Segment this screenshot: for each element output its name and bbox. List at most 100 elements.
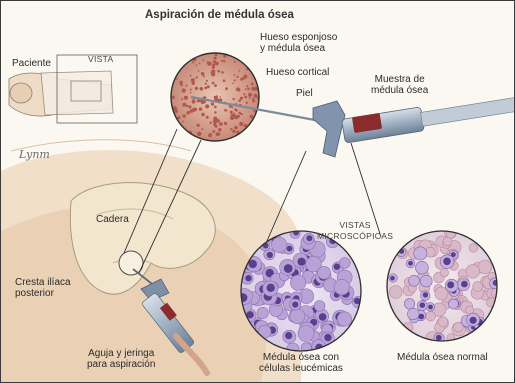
marrow-speck [236,110,238,112]
marrow-speck [182,103,186,107]
marrow-speck [249,97,251,99]
marrow-speck [247,88,250,91]
marrow-speck [221,71,224,74]
leukemic-cell-nucleus [284,264,293,273]
marrow-speck [218,128,221,131]
white-cell-nucleus [447,281,454,288]
marrow-speck [250,94,252,96]
leukemic-cell [314,301,325,312]
white-cell-nucleus [461,281,468,288]
marrow-speck [212,64,215,67]
marrow-speck [201,128,203,130]
artist-signature: Lynm [19,149,50,160]
white-cell [407,308,419,320]
marrow-speck [171,96,174,99]
white-cell [448,299,458,309]
marrow-speck [210,72,212,74]
marrow-speck [207,62,211,66]
white-cell [404,299,414,309]
marrow-speck [214,84,217,87]
marrow-speck [236,87,240,91]
white-cell-nucleus [428,305,433,310]
marrow-speck [196,64,198,66]
leukemic-cell-nucleus [249,260,257,268]
marrow-speck [232,130,235,133]
marrow-speck [201,113,205,117]
white-cell [414,247,427,260]
marrow-speck [223,60,225,62]
marrow-speck [205,104,209,108]
marrow-speck [192,61,194,63]
red-cell [426,311,436,321]
page-title: Aspiración de médula ósea [145,10,294,21]
leukemic-cell-nucleus [267,284,275,292]
marrow-speck [240,113,242,115]
marrow-speck [234,79,236,81]
label-leukemic-marrow: Médula ósea con células leucémicas [259,352,343,374]
red-cell [443,237,452,246]
marrow-speck [212,130,215,133]
white-cell [420,275,432,287]
marrow-speck [193,79,195,81]
marrow-speck [182,121,184,123]
label-microscopic-views-line1: VISTAS [317,220,393,231]
patient-figure [9,71,113,116]
leukemic-cell [298,326,314,342]
marrow-speck [182,88,186,92]
marrow-speck [232,83,234,85]
label-microscopic-views-line2: MICROSCÓPICAS [317,231,393,242]
leukemic-cell-nucleus [334,264,340,270]
leukemic-cell [337,312,351,326]
marrow-speck [192,100,196,104]
marrow-speck [200,87,204,91]
red-cell [473,282,483,292]
leukemic-cell [334,279,350,295]
leukemic-cell-nucleus [285,332,292,339]
white-cell-nucleus [390,276,395,281]
label-needle-syringe: Aguja y jeringa para aspiración [87,348,155,370]
marrow-speck [251,83,254,86]
marrow-speck [201,72,205,76]
marrow-speck [246,102,248,104]
marrow-speck [213,123,216,126]
label-marrow-sample-line2: médula ósea [371,85,428,96]
normal-marrow-view [387,227,501,346]
marrow-speck [223,79,226,82]
marrow-speck [217,70,220,73]
marrow-speck [231,106,233,108]
white-cell-nucleus [470,317,477,324]
marrow-speck [219,123,221,125]
marrow-speck [254,94,258,98]
leukemic-cell-nucleus [324,334,331,341]
leukemic-cell [290,275,305,290]
label-marrow-sample-line1: Muestra de [371,74,428,85]
marrow-speck [205,83,207,85]
white-cell-nucleus [493,280,499,286]
marrow-speck [233,113,235,115]
marrow-speck [245,88,247,90]
marrow-speck [243,75,247,79]
marrow-speck [177,116,180,119]
marrow-speck [238,70,240,72]
marrow-speck [215,62,219,66]
marrow-speck [196,76,198,78]
marrow-speck [225,87,228,90]
marrow-speck [252,100,255,103]
leukemic-cell-nucleus [319,313,327,321]
label-marrow-sample: Muestra de médula ósea [371,74,428,96]
marrow-speck [244,96,247,99]
white-cell-nucleus [423,292,428,297]
label-iliac-crest-line1: Cresta ilíaca [15,277,71,288]
label-leukemic-marrow-line2: células leucémicas [259,363,343,374]
marrow-speck [184,96,187,99]
label-needle-syringe-line2: para aspiración [87,359,155,370]
marrow-speck [237,115,240,118]
marrow-speck [182,114,185,117]
label-spongy-bone-line1: Hueso esponjoso [260,32,337,43]
red-cell [478,260,492,274]
marrow-speck [234,126,238,130]
red-cell [469,244,478,253]
marrow-speck [186,111,190,115]
